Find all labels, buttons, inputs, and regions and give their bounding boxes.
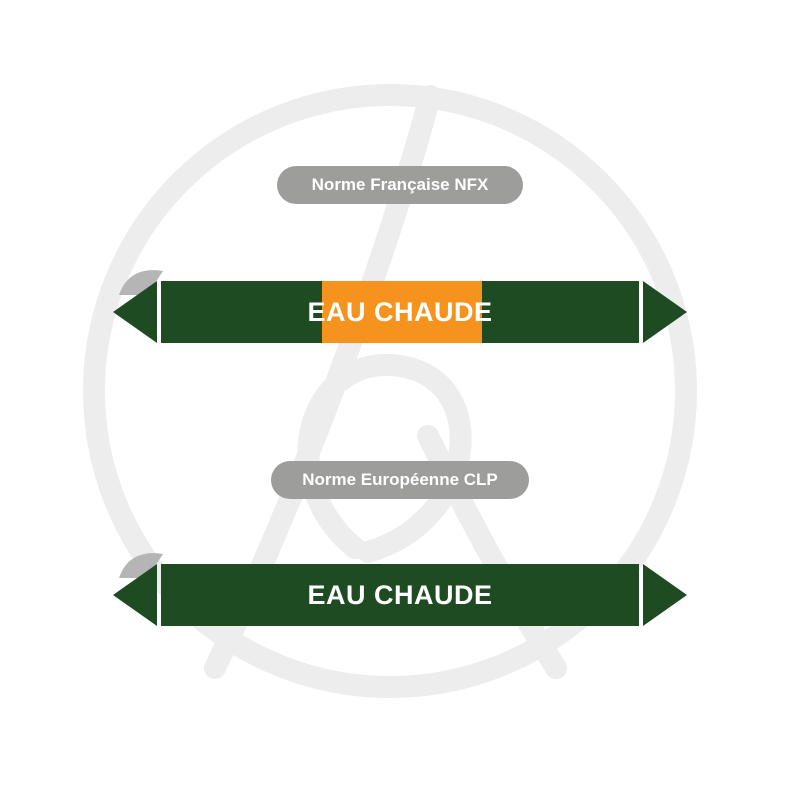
pipe-marker-clp-text: EAU CHAUDE — [307, 579, 493, 610]
norm-label-clp-text: Norme Européenne CLP — [302, 470, 498, 489]
pipe-marker-clp: EAU CHAUDE — [113, 553, 687, 626]
norm-label-nfx: Norme Française NFX — [277, 166, 523, 204]
pipe-marker-nfx-text: EAU CHAUDE — [307, 296, 493, 327]
peel-corner-icon — [119, 553, 163, 578]
norm-label-clp: Norme Européenne CLP — [271, 461, 529, 499]
norm-label-nfx-text: Norme Française NFX — [311, 175, 489, 194]
pipe-marker-nfx: EAU CHAUDE — [113, 270, 687, 343]
peel-corner-icon — [119, 270, 163, 295]
